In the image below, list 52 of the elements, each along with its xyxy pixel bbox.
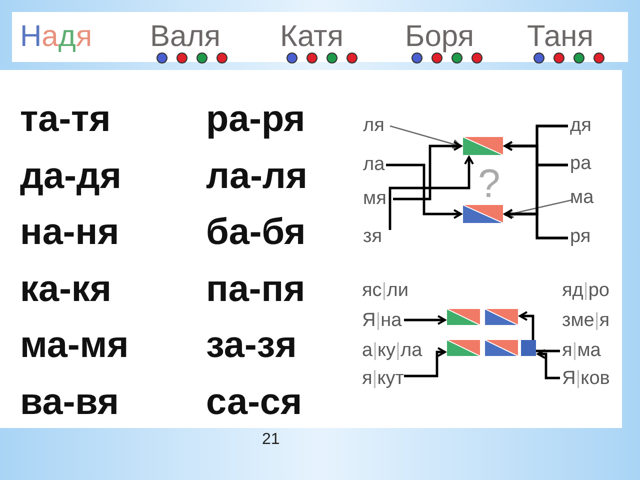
arrow xyxy=(537,349,560,380)
syllable-text: ма xyxy=(570,188,594,207)
syllable-text: ра xyxy=(570,154,592,173)
sound-scheme-box xyxy=(463,205,503,223)
syllable-text: а|ку|ла xyxy=(362,341,422,360)
syllable-pair: па-пя xyxy=(206,270,306,306)
syllable-text: я|кут xyxy=(362,369,404,388)
syllable-pair: ра-ря xyxy=(206,100,306,137)
syllable-pair: за-зя xyxy=(206,326,297,363)
syllable-pair: ка-кя xyxy=(20,270,112,306)
syllable-pair: та-тя xyxy=(20,100,111,137)
name-word: Катя xyxy=(280,22,344,52)
name-word: Таня xyxy=(527,22,594,52)
sound-scheme-box xyxy=(463,137,503,155)
sound-scheme-box xyxy=(447,340,480,356)
syllable-text: ря xyxy=(570,227,591,246)
arrow xyxy=(404,347,446,378)
syllable-text: яд|ро xyxy=(562,281,610,300)
syllable-text: я|ма xyxy=(562,341,601,360)
syllable-pair: са-ся xyxy=(206,382,302,420)
syllable-text: Я|на xyxy=(362,311,402,330)
syllable-pair: ва-вя xyxy=(20,382,120,420)
arrow xyxy=(519,311,560,352)
syllable-text: зя xyxy=(363,227,382,246)
syllable-text: яс|ли xyxy=(362,281,408,300)
arrow xyxy=(393,141,462,200)
syllable-pair: на-ня xyxy=(20,213,120,250)
syllable-pair: ла-ля xyxy=(206,156,308,194)
sound-scheme-box xyxy=(447,309,480,325)
syllable-text: дя xyxy=(570,116,592,135)
name-word: Надя xyxy=(20,22,92,52)
arrow xyxy=(390,125,461,149)
arrow xyxy=(504,209,568,240)
arrow xyxy=(388,156,474,230)
syllable-text: ла xyxy=(363,155,385,174)
arrow xyxy=(505,199,572,218)
sound-scheme-box xyxy=(485,309,518,325)
name-word: Валя xyxy=(150,22,220,52)
page-number: 21 xyxy=(262,432,280,448)
arrow xyxy=(386,164,462,219)
syllable-text: Я|ков xyxy=(562,369,610,388)
syllable-pair: ма-мя xyxy=(20,326,129,363)
name-word: Боря xyxy=(405,22,474,52)
syllable-pair: ба-бя xyxy=(206,213,306,250)
sound-scheme-box xyxy=(521,340,536,356)
sound-scheme-box xyxy=(485,340,518,356)
syllable-text: зме|я xyxy=(562,311,610,330)
syllable-text: мя xyxy=(363,189,386,208)
syllable-text: ля xyxy=(363,116,384,135)
question-mark: ? xyxy=(478,164,500,204)
arrow xyxy=(404,315,446,325)
syllable-pair: да-дя xyxy=(20,156,122,194)
